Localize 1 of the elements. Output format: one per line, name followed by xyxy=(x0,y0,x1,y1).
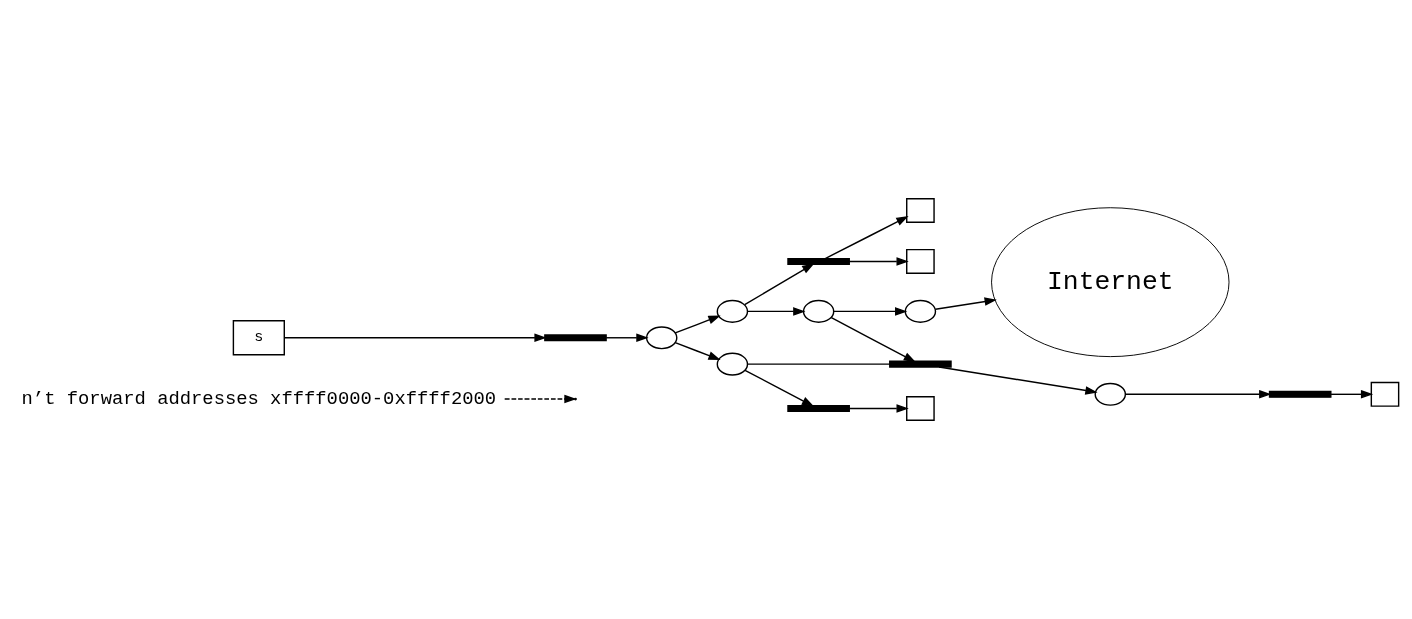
node-text: n’t forward addresses xffff0000-0xffff2000 xyxy=(21,387,497,410)
